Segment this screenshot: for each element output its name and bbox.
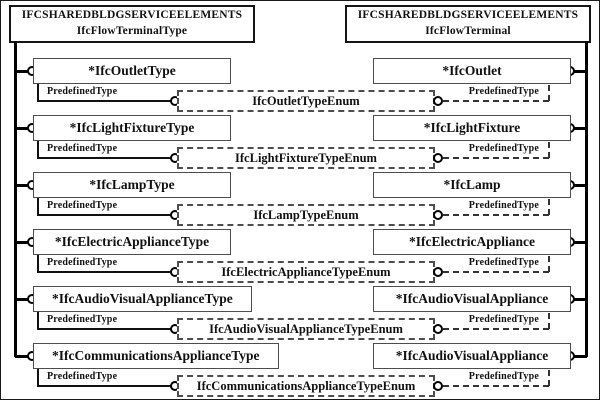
bus-stub-right — [571, 355, 587, 358]
type-entity-box: *IfcAudioVisualApplianceType — [33, 286, 252, 312]
attribute-line-right-vertical — [548, 199, 550, 215]
predefined-type-label-right: PredefinedType — [468, 200, 539, 211]
entity-box: *IfcElectricAppliance — [373, 229, 571, 255]
enum-type-box: IfcElectricApplianceTypeEnum — [177, 261, 435, 283]
predefined-type-label-left: PredefinedType — [47, 143, 118, 154]
attribute-line-right-horizontal — [443, 157, 549, 159]
entity-box: *IfcAudioVisualAppliance — [373, 343, 571, 369]
enum-type-box: IfcLightFixtureTypeEnum — [177, 147, 435, 169]
attribute-line-left-horizontal — [37, 385, 171, 387]
type-entity-box: *IfcLightFixtureType — [33, 115, 231, 141]
bus-stub-right — [571, 70, 587, 73]
attribute-line-left-vertical — [37, 369, 39, 386]
attribute-line-left-horizontal — [37, 271, 171, 273]
attribute-line-right-vertical — [548, 85, 550, 101]
type-entity-box: *IfcOutletType — [33, 58, 231, 84]
type-entity-box: *IfcLampType — [33, 172, 231, 198]
bus-stub-left — [15, 241, 31, 244]
enum-type-box: IfcCommunicationsApplianceTypeEnum — [177, 375, 435, 397]
bus-stub-left — [15, 70, 31, 73]
enum-type-box: IfcLampTypeEnum — [177, 204, 435, 226]
attribute-line-right-horizontal — [443, 100, 549, 102]
diagram-row: *IfcElectricApplianceType *IfcElectricAp… — [1, 229, 599, 286]
open-circle-enum-right — [433, 381, 443, 391]
diagram-row: *IfcAudioVisualApplianceType *IfcAudioVi… — [1, 286, 599, 343]
schema-name: IFCSHAREDBLDGSERVICEELEMENTS — [357, 9, 579, 22]
bus-stub-left — [15, 355, 31, 358]
predefined-type-label-right: PredefinedType — [468, 314, 539, 325]
bus-line-left — [14, 41, 17, 357]
bus-stub-right — [571, 241, 587, 244]
open-circle-enum-right — [433, 210, 443, 220]
attribute-line-left-vertical — [37, 141, 39, 158]
diagram-row: *IfcLampType *IfcLamp PredefinedType Ifc… — [1, 172, 599, 229]
entity-box: *IfcAudioVisualAppliance — [373, 286, 571, 312]
diagram-row: *IfcOutletType *IfcOutlet PredefinedType… — [1, 58, 599, 115]
attribute-line-left-vertical — [37, 312, 39, 329]
predefined-type-label-right: PredefinedType — [468, 257, 539, 268]
schema-header-left: IFCSHAREDBLDGSERVICEELEMENTS IfcFlowTerm… — [9, 5, 255, 43]
attribute-line-right-vertical — [548, 256, 550, 272]
attribute-line-left-horizontal — [37, 214, 171, 216]
bus-stub-right — [571, 184, 587, 187]
bus-line-right — [585, 41, 588, 357]
open-circle-enum-right — [433, 267, 443, 277]
predefined-type-label-right: PredefinedType — [468, 86, 539, 97]
bus-stub-left — [15, 184, 31, 187]
predefined-type-label-right: PredefinedType — [468, 371, 539, 382]
entity-box: *IfcLamp — [373, 172, 571, 198]
schema-entity: IfcFlowTerminal — [425, 25, 511, 37]
diagram-row: *IfcCommunicationsApplianceType *IfcAudi… — [1, 343, 599, 399]
open-circle-enum-right — [433, 153, 443, 163]
attribute-line-right-vertical — [548, 313, 550, 329]
bus-stub-right — [571, 127, 587, 130]
attribute-line-left-horizontal — [37, 100, 171, 102]
open-circle-enum-right — [433, 324, 443, 334]
type-entity-box: *IfcCommunicationsApplianceType — [33, 343, 279, 369]
enum-type-box: IfcOutletTypeEnum — [177, 90, 435, 112]
predefined-type-label-left: PredefinedType — [47, 200, 118, 211]
attribute-line-right-vertical — [548, 370, 550, 386]
schema-name: IFCSHAREDBLDGSERVICEELEMENTS — [21, 9, 243, 22]
diagram-row: *IfcLightFixtureType *IfcLightFixture Pr… — [1, 115, 599, 172]
bus-stub-left — [15, 298, 31, 301]
predefined-type-label-left: PredefinedType — [47, 371, 118, 382]
entity-box: *IfcLightFixture — [373, 115, 571, 141]
schema-entity: IfcFlowTerminalType — [76, 25, 188, 37]
attribute-line-right-vertical — [548, 142, 550, 158]
schema-header-right: IFCSHAREDBLDGSERVICEELEMENTS IfcFlowTerm… — [345, 5, 591, 43]
enum-type-box: IfcAudioVisualApplianceTypeEnum — [177, 318, 435, 340]
attribute-line-left-vertical — [37, 255, 39, 272]
attribute-line-right-horizontal — [443, 385, 549, 387]
type-entity-box: *IfcElectricApplianceType — [33, 229, 231, 255]
attribute-line-left-vertical — [37, 84, 39, 101]
bus-stub-left — [15, 127, 31, 130]
predefined-type-label-right: PredefinedType — [468, 143, 539, 154]
open-circle-enum-right — [433, 96, 443, 106]
attribute-line-left-horizontal — [37, 157, 171, 159]
attribute-line-right-horizontal — [443, 328, 549, 330]
attribute-line-left-vertical — [37, 198, 39, 215]
predefined-type-label-left: PredefinedType — [47, 257, 118, 268]
attribute-line-left-horizontal — [37, 328, 171, 330]
predefined-type-label-left: PredefinedType — [47, 86, 118, 97]
attribute-line-right-horizontal — [443, 271, 549, 273]
bus-stub-right — [571, 298, 587, 301]
predefined-type-label-left: PredefinedType — [47, 314, 118, 325]
entity-box: *IfcOutlet — [373, 58, 571, 84]
attribute-line-right-horizontal — [443, 214, 549, 216]
